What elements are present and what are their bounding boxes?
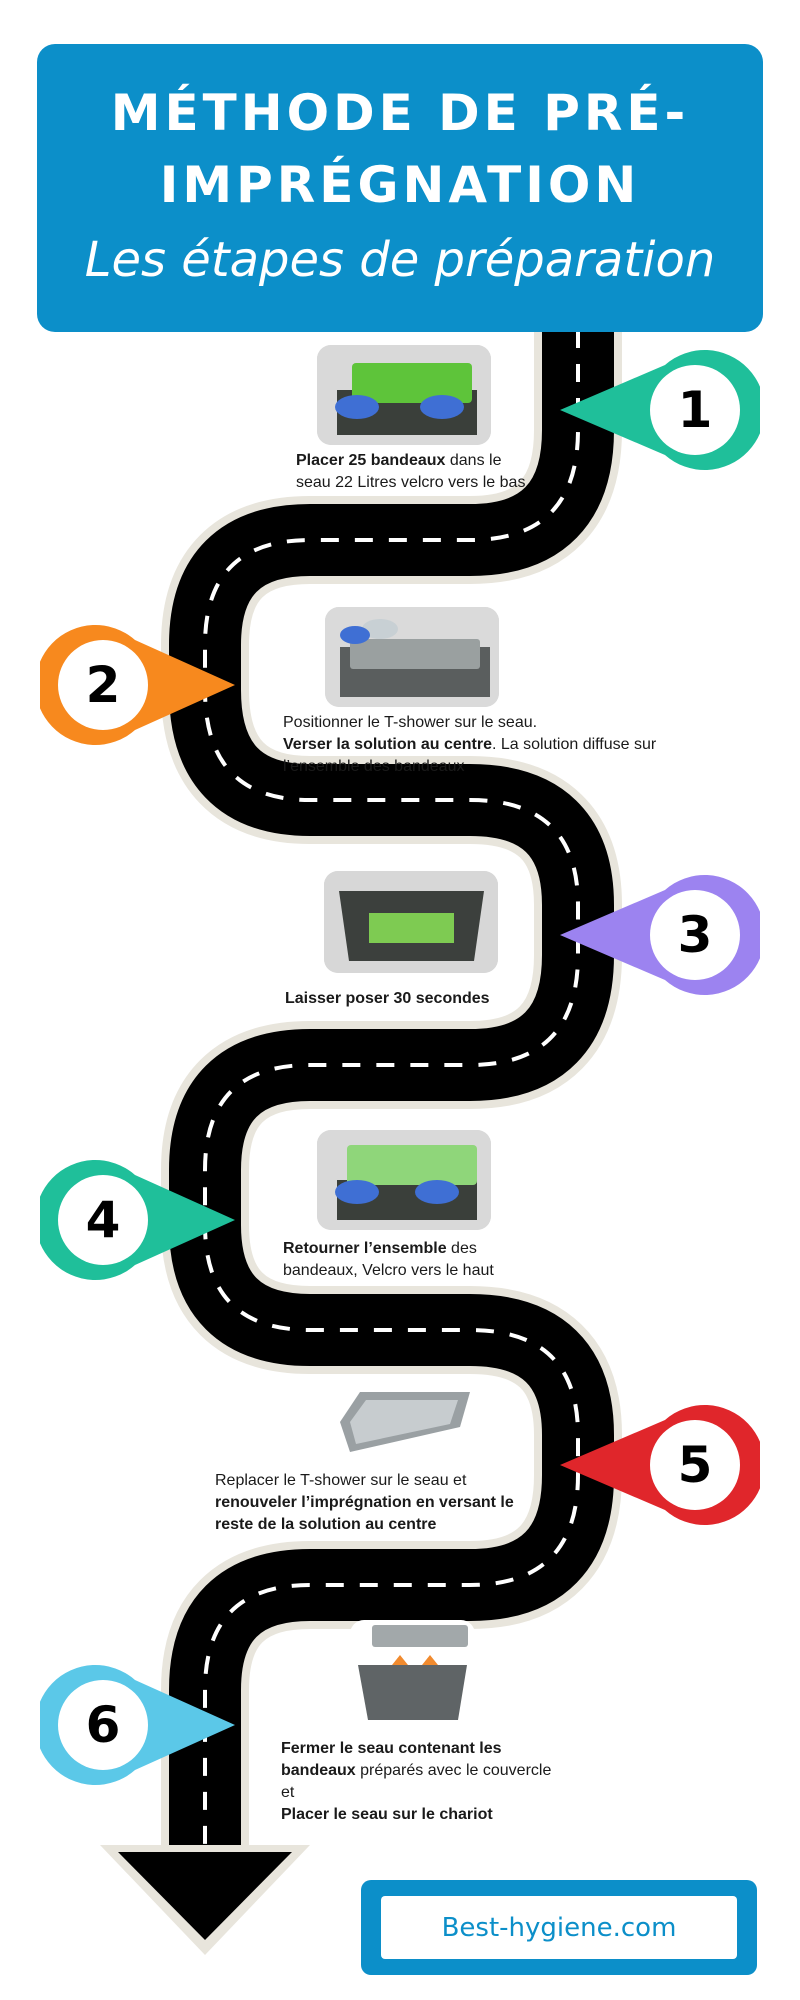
step-3-number: 3: [678, 906, 713, 964]
step-2-marker: 2: [40, 625, 235, 745]
page-title-line1: MÉTHODE DE PRÉ-: [110, 84, 690, 142]
step-4-text: des bandeaux, Velcro vers le haut: [283, 1240, 494, 1279]
step-4-number: 4: [86, 1191, 121, 1249]
step-1-description: Placer 25 bandeaux dans le seau 22 Litre…: [296, 450, 531, 494]
step-2-bold: Verser la solution au centre: [283, 736, 492, 753]
header-banner: MÉTHODE DE PRÉ- IMPRÉGNATION Les étapes …: [37, 44, 763, 332]
step-1-bold: Placer 25 bandeaux: [296, 452, 446, 469]
step-1-number: 1: [678, 381, 713, 439]
step-2-text-a: Positionner le T-shower sur le seau.: [283, 714, 538, 731]
step-2-description: Positionner le T-shower sur le seau. Ver…: [283, 712, 713, 778]
t-shower-photo: [330, 1382, 476, 1462]
step-3-bold: Laisser poser 30 secondes: [285, 990, 490, 1007]
step-5-text: Replacer le T-shower sur le seau et: [215, 1472, 467, 1489]
step-4-bold: Retourner l’ensemble: [283, 1240, 447, 1257]
pouring-solution-photo: [325, 607, 499, 707]
step-4-marker: 4: [40, 1160, 235, 1280]
step-5-description: Replacer le T-shower sur le seau et reno…: [215, 1470, 555, 1536]
website-link[interactable]: Best-hygiene.com: [381, 1896, 737, 1959]
hands-placing-green-mops-photo: [317, 345, 491, 445]
website-badge: Best-hygiene.com: [361, 1880, 757, 1975]
step-3-description: Laisser poser 30 secondes: [285, 988, 545, 1010]
step-5-number: 5: [678, 1436, 713, 1494]
bucket-with-lid-photo: [350, 1620, 475, 1730]
step-6-bold-a: Fermer le seau contenant les bandeaux: [281, 1740, 502, 1779]
step-3-marker: 3: [560, 875, 760, 995]
step-6-marker: 6: [40, 1665, 235, 1785]
page-subtitle: Les étapes de préparation: [84, 232, 716, 288]
step-6-text: préparés avec le couvercle et: [281, 1762, 552, 1801]
step-1-text: dans le seau 22 Litres velcro vers le ba…: [296, 452, 526, 491]
step-4-description: Retourner l’ensemble des bandeaux, Velcr…: [283, 1238, 543, 1282]
step-2-number: 2: [86, 656, 121, 714]
step-5-marker: 5: [560, 1405, 760, 1525]
step-1-marker: 1: [560, 350, 760, 470]
step-2-text-b: . La solution diffuse sur l’ensemble des…: [283, 736, 657, 775]
turning-mops-photo: [317, 1130, 491, 1230]
mops-in-bucket-photo: [324, 871, 498, 973]
step-6-bold-b: Placer le seau sur le chariot: [281, 1806, 493, 1823]
step-6-number: 6: [86, 1696, 121, 1754]
page-title-line2: IMPRÉGNATION: [159, 156, 641, 214]
step-6-description: Fermer le seau contenant les bandeaux pr…: [281, 1738, 561, 1826]
step-5-bold: renouveler l’imprégnation en versant le …: [215, 1494, 514, 1533]
